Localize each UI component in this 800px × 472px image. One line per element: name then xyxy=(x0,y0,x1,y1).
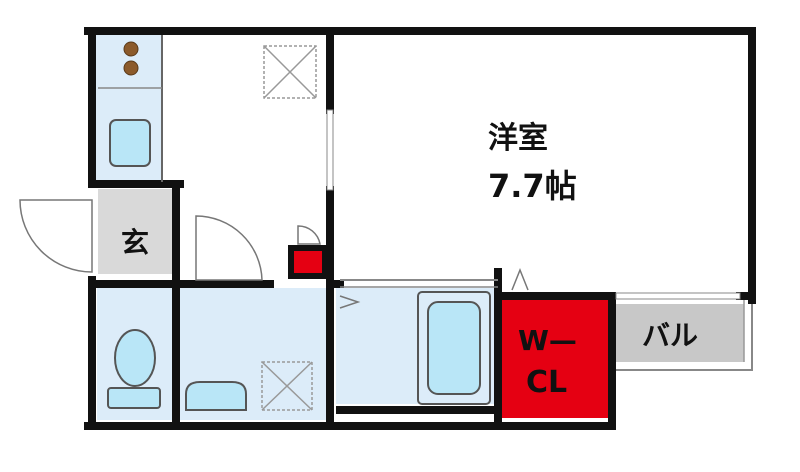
stove-burner-icon xyxy=(123,60,139,76)
room-size-western: 7.7帖 xyxy=(488,167,577,205)
entrance-label: 玄 xyxy=(121,226,149,259)
bath-door-icon xyxy=(339,295,361,309)
bathtub-inner-icon xyxy=(427,301,481,395)
small-door-icon xyxy=(297,225,321,245)
stove-burner-icon xyxy=(123,41,139,57)
closet-label-line1: W— xyxy=(518,324,577,357)
entrance-floor xyxy=(98,189,175,274)
balcony-label: バル xyxy=(642,319,698,352)
shoe-cabinet-icon xyxy=(288,245,328,279)
walls xyxy=(84,27,756,430)
balcony-window xyxy=(615,292,741,300)
closet-label-line2: CL xyxy=(526,365,567,400)
toilet-icon xyxy=(107,329,161,409)
hall-door-icon xyxy=(195,215,263,281)
storage-box-icon xyxy=(263,45,317,99)
wash-basin-icon xyxy=(185,381,247,411)
sliding-partition xyxy=(326,109,334,191)
entrance-door-icon xyxy=(19,199,93,273)
balcony-floor xyxy=(616,304,744,362)
washer-box-icon xyxy=(261,361,313,411)
room-door-triangle-icon xyxy=(511,267,529,291)
walk-in-closet xyxy=(502,296,608,418)
room-name-western: 洋室 xyxy=(488,121,548,156)
kitchen-sink-icon xyxy=(109,119,151,167)
